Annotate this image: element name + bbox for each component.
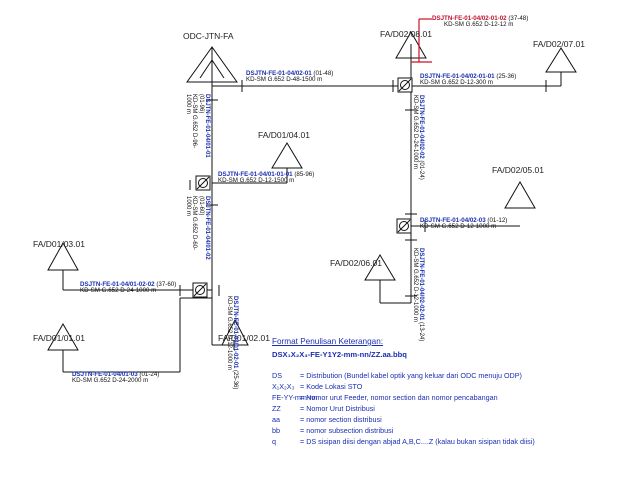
node-triangle (271, 142, 303, 169)
node-triangle (221, 318, 249, 346)
format-desc: = Distribution (Bundel kabel optik yang … (300, 371, 522, 380)
splitter-symbol (192, 282, 208, 298)
node-triangle (545, 47, 577, 73)
vertical-cable-label: DSJTN-FE-01-04/02-02 (01-24) KD-SM G.652… (411, 95, 424, 180)
node-triangle (47, 322, 79, 351)
format-desc: = DS sisipan diisi dengan abjad A,B,C...… (300, 437, 535, 446)
cable-label: DSJTN-FE-01-04/02-01 (01-48) KD-SM G.652… (246, 70, 334, 84)
cable-label: DSJTN-FE-01-04/01-01-01 (85-96) KD-SM G.… (218, 171, 315, 185)
odc-inner-line (199, 59, 213, 79)
node-label-d02-07: FA/D02/07.01 (533, 39, 585, 49)
odc-inner-line (211, 59, 225, 79)
format-key: bb (272, 426, 280, 435)
node-label-d01-01: FA/D01/01.01 (33, 333, 85, 343)
format-row: bb = nomor subsection distribusi (272, 427, 393, 434)
format-desc: = Nomor Urut Distribusi (300, 404, 375, 413)
format-key: ZZ (272, 404, 281, 413)
cable-label: DSJTN-FE-01-04/02-01-01 (25-36) KD-SM G.… (420, 73, 517, 87)
format-heading: Format Penulisan Keterangan: (272, 337, 384, 346)
splitter-symbol (396, 218, 412, 234)
cable-label: DSJTN-FE-01-04/01-02-02 (37-60) KD-SM G.… (80, 281, 177, 295)
splitter-symbol (195, 175, 211, 191)
format-key: aa (272, 415, 280, 424)
node-triangle (47, 241, 79, 271)
format-desc: = nomor subsection distribusi (300, 426, 394, 435)
format-desc: = Nomor urut Feeder, nomor section dan n… (300, 393, 498, 402)
cable-label: DSJTN-FE-01-04/02-03 (01-12) KD-SM G.652… (420, 217, 508, 231)
cable-label: DSJTN-FE-01-04/01-03 (01-24) KD-SM G.652… (72, 371, 160, 385)
node-triangle (364, 254, 396, 281)
format-code: DSX₁X₂X₃-FE-Y1Y2-mm-nn/ZZ.aa.bbq (272, 350, 407, 359)
format-key: DS (272, 371, 282, 380)
node-triangle (504, 180, 536, 209)
format-desc: = Kode Lokasi STO (300, 382, 363, 391)
node-label-d02-06: FA/D02/06.01 (330, 258, 382, 268)
format-key: X₁X₂X₃ (272, 382, 295, 391)
node-label-d02-05: FA/D02/05.01 (492, 165, 544, 175)
format-row: ZZ = Nomor Urut Distribusi (272, 405, 375, 412)
format-row: FE-YY-mm-nn= Nomor urut Feeder, nomor se… (272, 394, 498, 401)
format-row: X₁X₂X₃ = Kode Lokasi STO (272, 383, 362, 390)
cable-label: DSJTN-FE-01-04/02-01-02 (37-48) KD-SM G.… (432, 15, 529, 29)
format-row: aa = nomor section distribusi (272, 416, 382, 423)
odc-label: ODC-JTN-FA (183, 31, 234, 41)
splitter-symbol (397, 77, 413, 93)
format-row: DS = Distribution (Bundel kabel optik yan… (272, 372, 522, 379)
vertical-cable-label: DSJTN-FE-01-04/02-02-01 (13-24) KD-SM G.… (411, 248, 424, 342)
format-key: q (272, 437, 276, 446)
node-label-d01-03: FA/D01/03.01 (33, 239, 85, 249)
vertical-cable-label: DSJTN-FE-01-04/01-02 (01-60) KD-SM G.652… (185, 196, 210, 260)
format-key: FE-YY-mm-nn (272, 393, 318, 402)
node-label-d01-02: FA/D01/02.01 (218, 333, 270, 343)
node-label-d01-04: FA/D01/04.01 (258, 130, 310, 140)
highlight-branch (411, 18, 432, 63)
vertical-cable-label: DSJTN-FE-01-04/01-02-01 (25-36) KD-SM G.… (225, 296, 238, 390)
format-desc: = nomor section distribusi (300, 415, 382, 424)
node-label-d02-08: FA/D02/08.01 (380, 29, 432, 39)
format-row: q = DS sisipan diisi dengan abjad A,B,C..… (272, 438, 535, 445)
vertical-cable-label: DSJTN-FE-01-04/01-01 (01-96) KD-SM G.652… (185, 94, 210, 158)
